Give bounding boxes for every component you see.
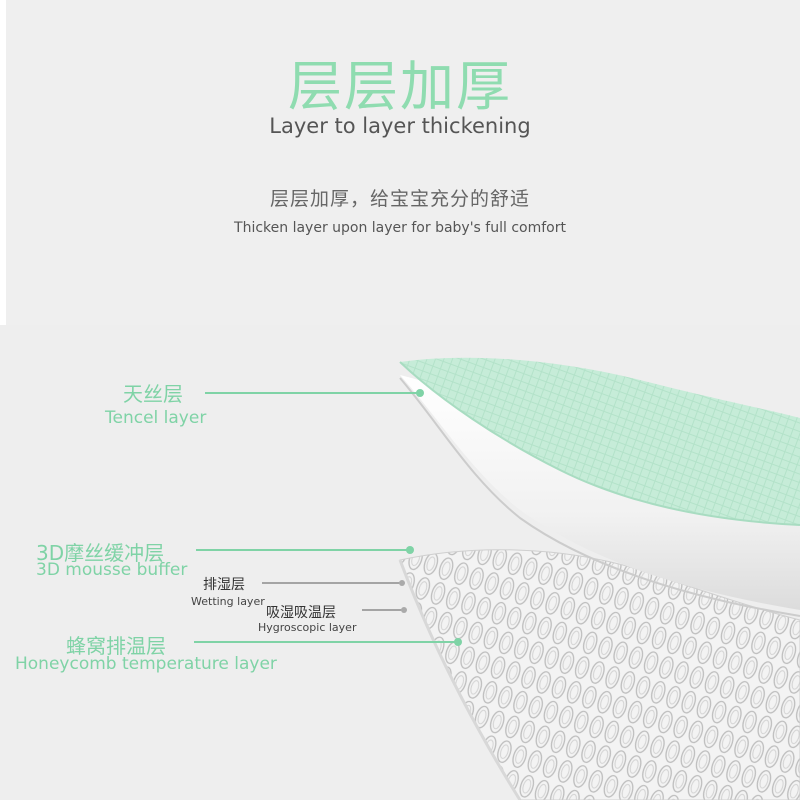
mattress-layers-illustration	[194, 357, 800, 800]
honeycomb-label-cn: 蜂窝排温层	[66, 634, 166, 658]
left-edge-strip	[0, 0, 6, 325]
honeycomb-label-en: Honeycomb temperature layer	[15, 654, 277, 674]
hygroscopic-label-en: Hygroscopic layer	[258, 621, 357, 634]
hygroscopic-label-cn: 吸湿吸温层	[266, 605, 336, 621]
subtitle-cn: 层层加厚，给宝宝充分的舒适	[269, 188, 530, 210]
mousse-label-cn: 3D摩丝缓冲层	[36, 541, 165, 565]
subtitle-en: Thicken layer upon layer for baby's full…	[234, 220, 566, 236]
header-panel	[6, 0, 800, 325]
wetting-label-en: Wetting layer	[191, 595, 265, 608]
mousse-label-en: 3D mousse buffer	[36, 560, 188, 580]
tencel-layer-shape	[400, 357, 800, 525]
tencel-label-cn: 天丝层	[123, 382, 183, 406]
page-title-en: Layer to layer thickening	[269, 114, 531, 138]
page-title-cn: 层层加厚	[288, 55, 512, 118]
wetting-label-cn: 排湿层	[203, 577, 245, 593]
tencel-label-en: Tencel layer	[105, 408, 207, 428]
